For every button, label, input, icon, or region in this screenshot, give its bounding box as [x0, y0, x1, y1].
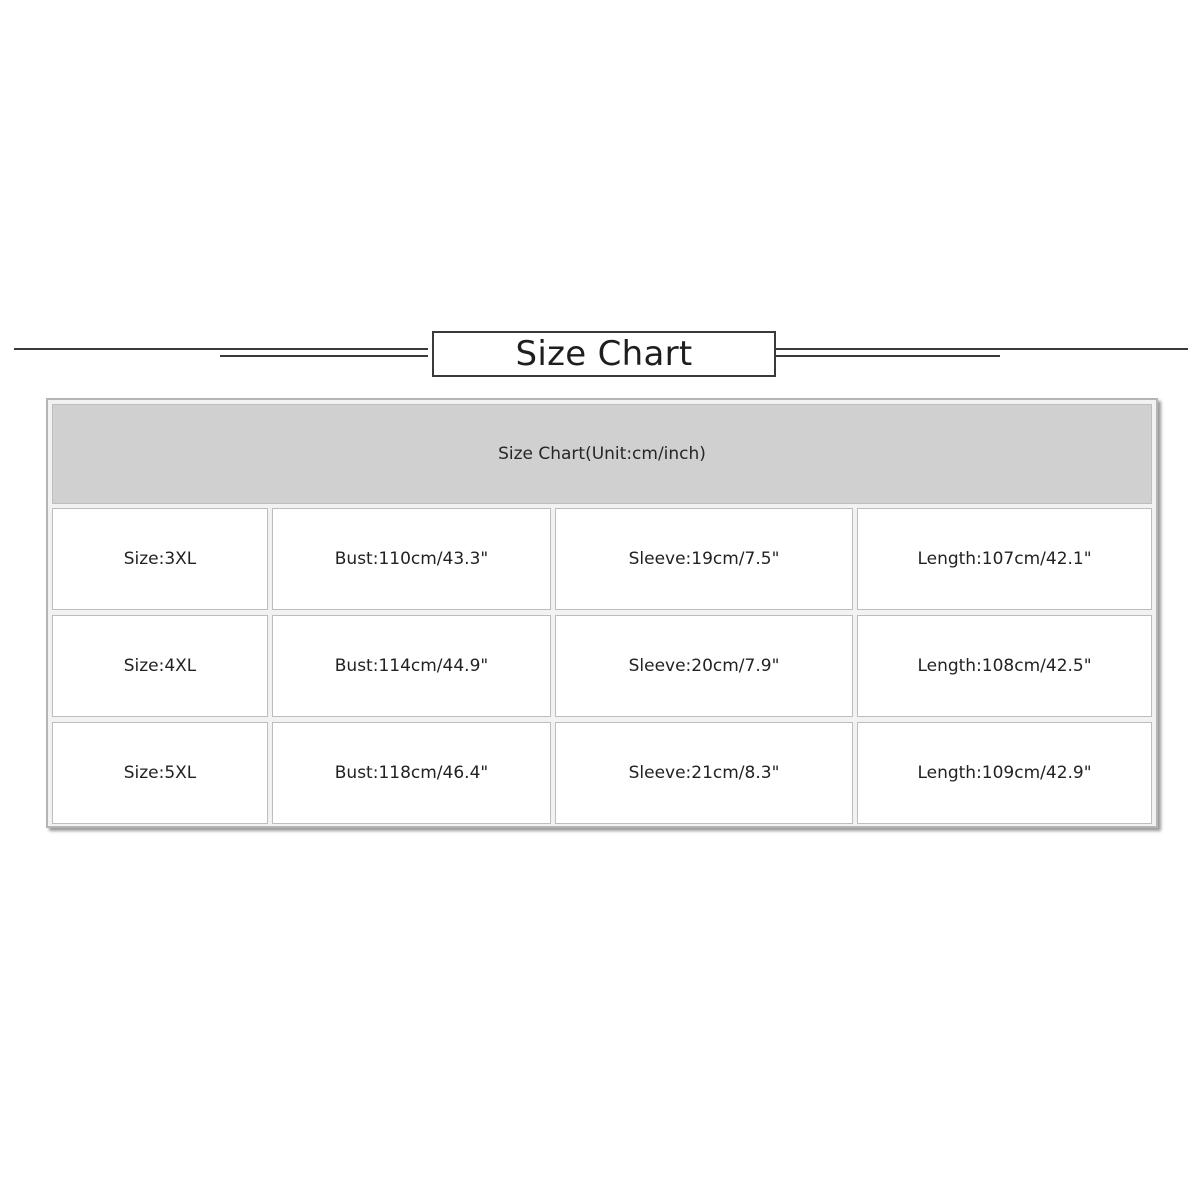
sleeve-cell: Sleeve:21cm/8.3"	[555, 722, 853, 824]
length-cell: Length:109cm/42.9"	[857, 722, 1152, 824]
bust-cell: Bust:114cm/44.9"	[272, 615, 551, 717]
size-cell: Size:3XL	[52, 508, 268, 610]
size-cell: Size:5XL	[52, 722, 268, 824]
length-cell: Length:107cm/42.1"	[857, 508, 1152, 610]
table-row: Size:4XL Bust:114cm/44.9" Sleeve:20cm/7.…	[52, 615, 1152, 717]
page-title: Size Chart	[432, 331, 776, 377]
table-row: Size:3XL Bust:110cm/43.3" Sleeve:19cm/7.…	[52, 508, 1152, 610]
sleeve-cell: Sleeve:20cm/7.9"	[555, 615, 853, 717]
size-chart-table: Size Chart(Unit:cm/inch) Size:3XL Bust:1…	[46, 398, 1158, 828]
size-cell: Size:4XL	[52, 615, 268, 717]
decorative-line-inner-right	[776, 355, 1000, 357]
table-row: Size:5XL Bust:118cm/46.4" Sleeve:21cm/8.…	[52, 722, 1152, 824]
length-cell: Length:108cm/42.5"	[857, 615, 1152, 717]
bust-cell: Bust:118cm/46.4"	[272, 722, 551, 824]
decorative-line-inner-left	[220, 355, 428, 357]
decorative-line-outer-left	[14, 348, 428, 350]
sleeve-cell: Sleeve:19cm/7.5"	[555, 508, 853, 610]
bust-cell: Bust:110cm/43.3"	[272, 508, 551, 610]
decorative-line-outer-right	[776, 348, 1188, 350]
table-header: Size Chart(Unit:cm/inch)	[52, 404, 1152, 504]
